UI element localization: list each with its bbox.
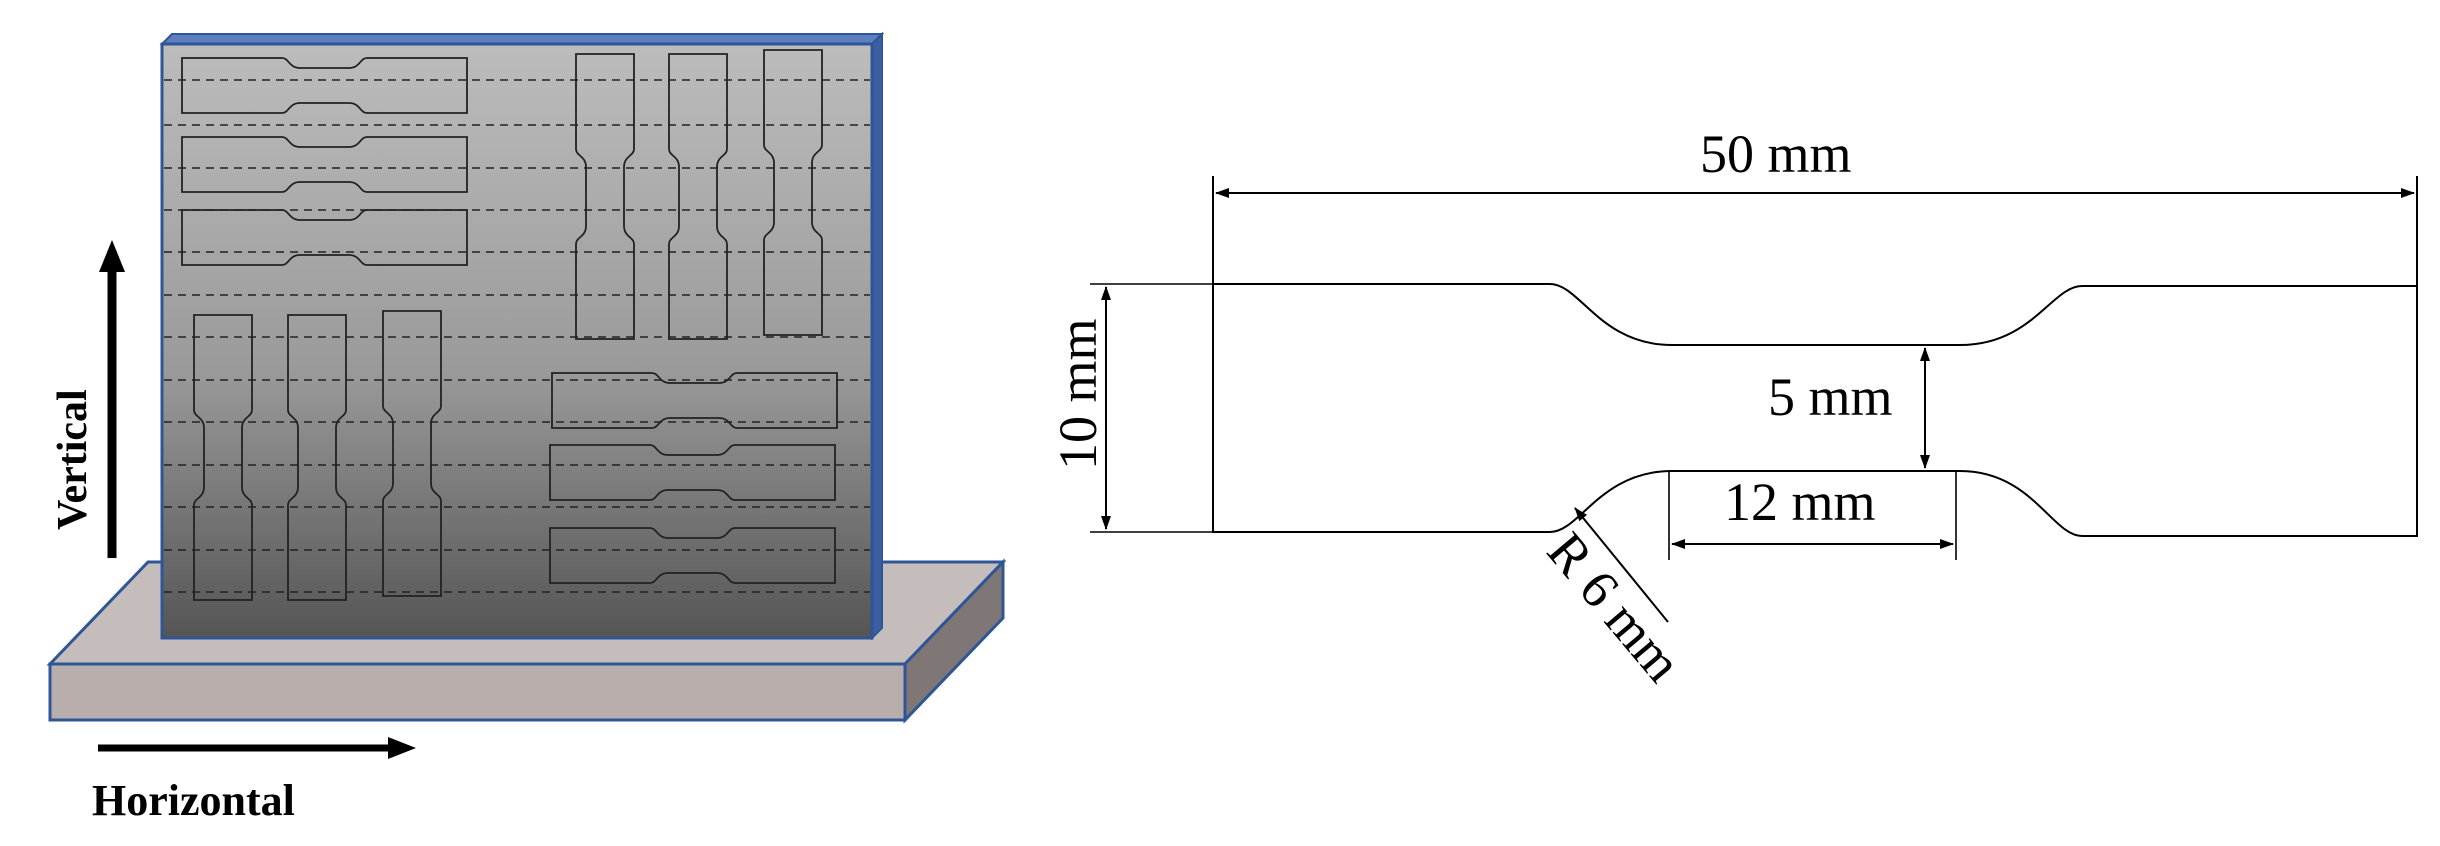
specimen-drawing: [1090, 176, 2418, 623]
grip-width-label: 10 mm: [1048, 318, 1108, 470]
base-plate-front: [48, 662, 907, 722]
vertical-label: Vertical: [50, 389, 96, 530]
specimen-outline: [1212, 283, 2418, 537]
horizontal-label: Horizontal: [92, 776, 295, 825]
fillet-radius-leader: [1574, 507, 1669, 623]
horizontal-direction-arrow: [98, 737, 416, 759]
fillet-radius-label: R 6 mm: [1536, 521, 1694, 693]
build-block: [159, 31, 885, 641]
gauge-width-label: 5 mm: [1768, 367, 1893, 427]
build-diagram: Vertical Horizontal: [46, 31, 1007, 825]
overall-length-label: 50 mm: [1700, 124, 1852, 184]
vertical-direction-arrow: [99, 240, 125, 558]
gauge-length-label: 12 mm: [1724, 472, 1876, 532]
build-plate-face: [160, 42, 874, 640]
